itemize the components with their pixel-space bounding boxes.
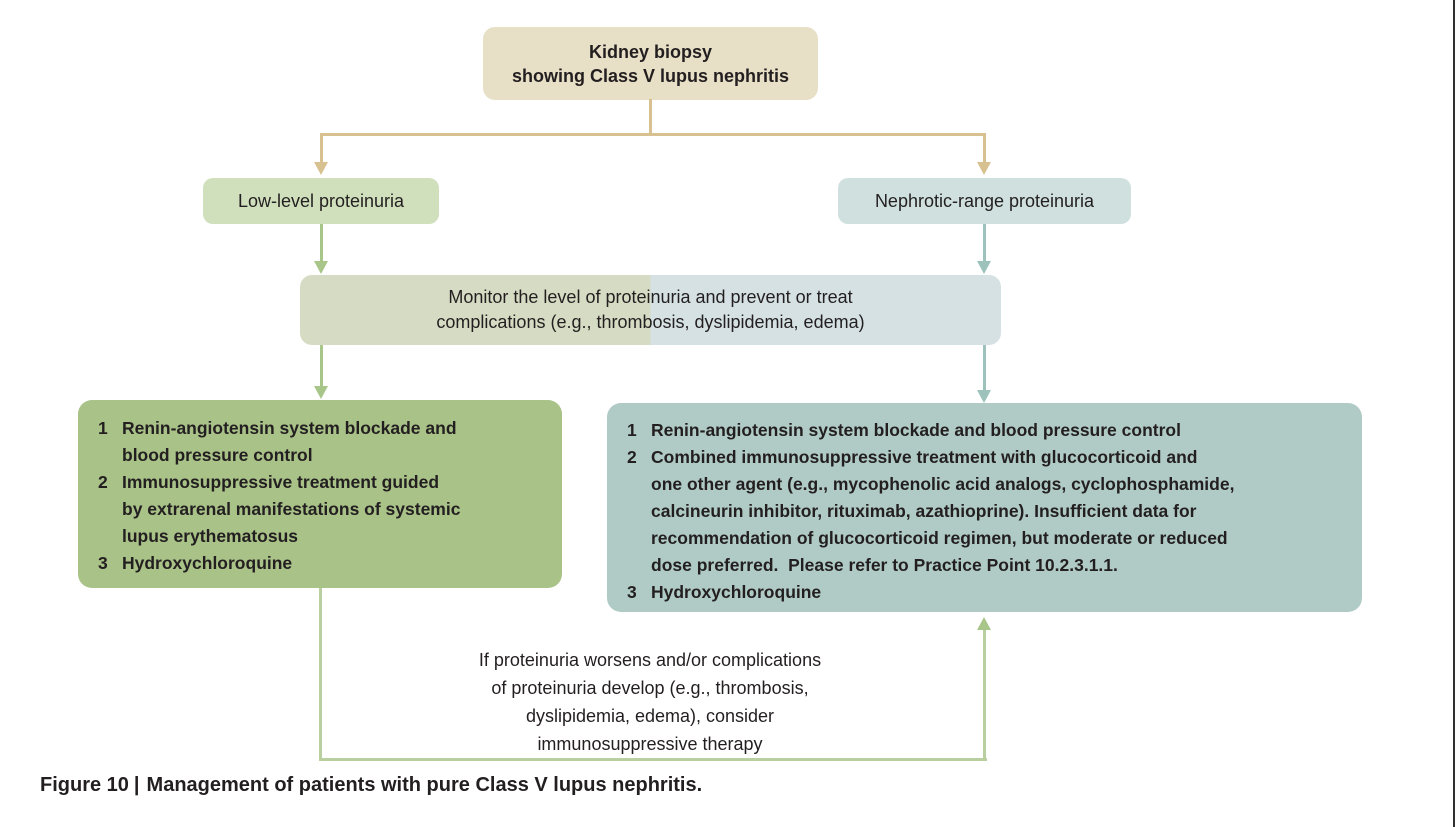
list-item-text: Renin-angiotensin system blockade and bl… [122, 418, 457, 465]
connector-monitor-to-left-plan [320, 345, 323, 386]
list-item-number: 2 [98, 472, 108, 492]
list-item-number: 3 [98, 553, 108, 573]
arrowhead-to-low-level-icon [314, 162, 328, 175]
node-kidney-biopsy: Kidney biopsy showing Class V lupus neph… [483, 27, 818, 100]
list-item: 3 Hydroxychloroquine [98, 550, 550, 577]
node-nephrotic-range-proteinuria: Nephrotic-range proteinuria [838, 178, 1131, 224]
node-nephrotic-range-proteinuria-label: Nephrotic-range proteinuria [874, 190, 1095, 211]
connector-lowlevel-to-monitor [320, 224, 323, 262]
connector-root-stem [649, 99, 652, 135]
list-item: 1 Renin-angiotensin system blockade and … [627, 417, 1352, 444]
connector-loop-horizontal [319, 758, 987, 761]
arrowhead-nephrotic-to-monitor-icon [977, 261, 991, 274]
list-item: 1 Renin-angiotensin system blockade and … [98, 415, 550, 469]
connector-branch-horizontal [320, 133, 986, 136]
connector-monitor-to-right-plan [983, 345, 986, 390]
node-low-level-proteinuria-label: Low-level proteinuria [237, 190, 405, 211]
list-item: 3 Hydroxychloroquine [627, 579, 1352, 606]
connector-drop-right [983, 133, 986, 162]
connector-nephrotic-to-monitor [983, 224, 986, 262]
node-low-level-proteinuria: Low-level proteinuria [203, 178, 439, 224]
node-right-treatment-plan: 1 Renin-angiotensin system blockade and … [607, 403, 1362, 612]
list-item-number: 1 [98, 418, 108, 438]
list-item-text: Immunosuppressive treatment guided by ex… [122, 472, 461, 546]
figure-caption-divider: | [133, 774, 140, 796]
list-item: 2 Combined immunosuppressive treatment w… [627, 444, 1352, 579]
connector-loop-down [319, 588, 322, 761]
node-kidney-biopsy-label: Kidney biopsy showing Class V lupus neph… [511, 41, 790, 86]
list-item: 2 Immunosuppressive treatment guided by … [98, 469, 550, 550]
arrowhead-lowlevel-to-monitor-icon [314, 261, 328, 274]
list-item-text: Hydroxychloroquine [122, 553, 293, 573]
list-item-text: Hydroxychloroquine [651, 582, 822, 602]
arrowhead-loop-to-right-plan-icon [977, 617, 991, 630]
node-monitor-proteinuria-label: Monitor the level of proteinuria and pre… [436, 287, 865, 332]
connector-drop-left [320, 133, 323, 162]
figure-caption-label: Figure 10 [40, 774, 129, 796]
list-item-text: Renin-angiotensin system blockade and bl… [651, 420, 1181, 440]
list-item-number: 1 [627, 420, 637, 440]
arrowhead-monitor-to-right-plan-icon [977, 390, 991, 403]
list-item-number: 3 [627, 582, 637, 602]
node-left-treatment-plan: 1 Renin-angiotensin system blockade and … [78, 400, 562, 588]
arrowhead-to-nephrotic-icon [977, 162, 991, 175]
connector-loop-up [983, 630, 986, 761]
figure-caption: Figure 10| Management of patients with pu… [40, 774, 702, 797]
arrowhead-monitor-to-left-plan-icon [314, 386, 328, 399]
node-monitor-proteinuria: Monitor the level of proteinuria and pre… [300, 275, 1001, 345]
list-item-number: 2 [627, 447, 637, 467]
loop-annotation: If proteinuria worsens and/or complicati… [478, 650, 822, 754]
list-item-text: Combined immunosuppressive treatment wit… [651, 447, 1235, 575]
figure-caption-title: Management of patients with pure Class V… [146, 774, 703, 796]
page-edge-line [1453, 0, 1455, 827]
